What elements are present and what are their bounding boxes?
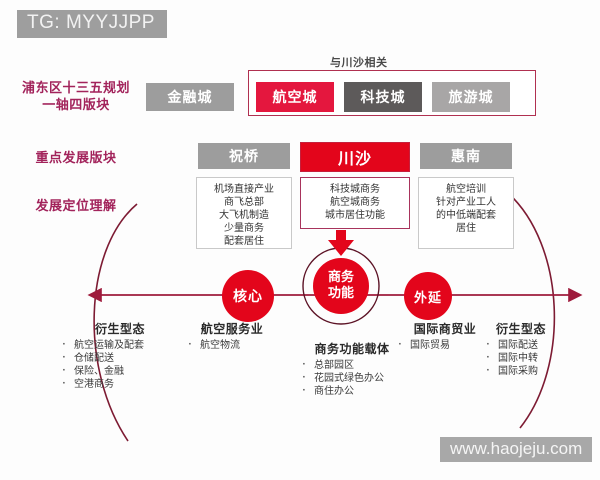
detail-line: 机场直接产业 (214, 184, 274, 195)
list-item: 保险、金融 (60, 364, 180, 378)
detail-line: 城市居住功能 (325, 210, 385, 221)
list-item: 空港商务 (60, 377, 180, 391)
detail-line: 配套居住 (224, 236, 264, 247)
row-label-plan: 浦东区十三五规划 一轴四版块 (16, 80, 136, 114)
group-aviation-service: 航空服务业 航空物流 (186, 320, 278, 352)
list-item: 国际中转 (484, 351, 558, 365)
row-label-position: 发展定位理解 (35, 199, 117, 214)
detail-line: 大飞机制造 (219, 210, 269, 221)
detail-box-zhuqiao: 机场直接产业 商飞总部 大飞机制造 少量商务 配套居住 (196, 177, 292, 249)
group-title: 国际商贸业 (413, 322, 477, 336)
group-business-carrier: 商务功能载体 总部园区 花园式绿色办公 商住办公 (300, 340, 404, 398)
group-list: 总部园区 花园式绿色办公 商住办公 (300, 358, 404, 398)
chip-finance-city[interactable]: 金融城 (146, 83, 234, 111)
detail-line: 航空城商务 (330, 197, 380, 208)
group-list: 国际贸易 (396, 338, 494, 352)
ellipse-arc-left (93, 203, 138, 442)
ellipse-arc-right (507, 192, 556, 429)
bottom-watermark: www.haojeju.com (440, 437, 593, 462)
row-label-plan-line2: 一轴四版块 (42, 98, 110, 113)
detail-line: 针对产业工人 (436, 197, 496, 208)
detail-box-chuansha: 科技城商务 航空城商务 城市居住功能 (300, 177, 410, 229)
detail-line: 居住 (456, 223, 476, 234)
group-derivative-left: 衍生型态 航空运输及配套 仓储配送 保险、金融 空港商务 (60, 320, 180, 391)
group-list: 航空物流 (186, 338, 278, 352)
circle-main-line1: 商务 (327, 270, 354, 285)
circle-extension: 外延 (404, 272, 452, 320)
top-watermark: TG: MYYJJPP (17, 10, 167, 38)
downward-arrow (328, 230, 354, 256)
list-item: 商住办公 (300, 384, 404, 398)
list-item: 航空物流 (186, 338, 278, 352)
list-item: 国际贸易 (396, 338, 494, 352)
circle-core: 核心 (222, 270, 274, 322)
circle-main-line2: 功能 (327, 286, 354, 301)
list-item: 总部园区 (300, 358, 404, 372)
block-zhuqiao[interactable]: 祝桥 (198, 143, 290, 169)
group-list: 航空运输及配套 仓储配送 保险、金融 空港商务 (60, 338, 180, 391)
block-huinan[interactable]: 惠南 (420, 143, 512, 169)
detail-line: 航空培训 (446, 184, 486, 195)
chuansha-related-note: 与川沙相关 (330, 56, 388, 69)
group-title: 衍生型态 (495, 322, 546, 336)
block-chuansha[interactable]: 川沙 (300, 142, 410, 172)
detail-line: 少量商务 (224, 223, 264, 234)
group-title: 航空服务业 (200, 322, 264, 336)
list-item: 仓储配送 (60, 351, 180, 365)
chip-aviation-city[interactable]: 航空城 (256, 82, 334, 112)
group-list: 国际配送 国际中转 国际采购 (484, 338, 558, 378)
detail-box-huinan: 航空培训 针对产业工人 的中低端配套 居住 (418, 177, 514, 249)
detail-line: 商飞总部 (224, 197, 264, 208)
detail-line: 科技城商务 (330, 184, 380, 195)
list-item: 航空运输及配套 (60, 338, 180, 352)
group-title: 商务功能载体 (314, 342, 390, 356)
chip-tourism-city[interactable]: 旅游城 (432, 82, 510, 112)
group-derivative-right: 衍生型态 国际配送 国际中转 国际采购 (484, 320, 558, 378)
group-title: 衍生型态 (94, 322, 145, 336)
chip-tech-city[interactable]: 科技城 (344, 82, 422, 112)
list-item: 国际采购 (484, 364, 558, 378)
detail-line: 的中低端配套 (436, 210, 496, 221)
row-label-focus: 重点发展版块 (35, 151, 117, 166)
row-label-plan-line1: 浦东区十三五规划 (21, 81, 130, 96)
list-item: 国际配送 (484, 338, 558, 352)
group-international-trade: 国际商贸业 国际贸易 (396, 320, 494, 352)
circle-business-function: 商务 功能 (313, 258, 369, 314)
list-item: 花园式绿色办公 (300, 371, 404, 385)
